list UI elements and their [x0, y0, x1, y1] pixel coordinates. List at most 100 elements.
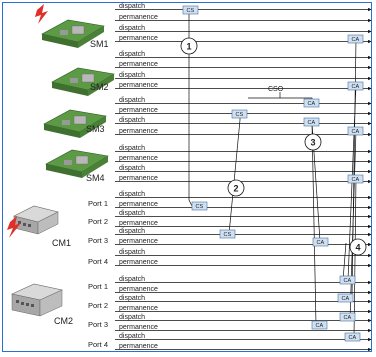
cs-box: CS	[219, 229, 236, 239]
sm1-signal-label: dispatch	[119, 3, 145, 10]
cm1-signal-label: dispatch	[119, 191, 145, 198]
sm1-label: SM1	[90, 39, 109, 49]
cm1-port-label: Port 4	[88, 257, 108, 266]
cm1-signal-label: dispatch	[119, 210, 145, 217]
sm3-module-image	[43, 109, 107, 138]
cm1-signal-label: dispatch	[119, 228, 145, 235]
ca-box: CA	[337, 293, 354, 303]
ca-box: CA	[312, 237, 329, 247]
cm1-signal-label: permanence	[119, 238, 158, 245]
sm4-module-image	[45, 149, 109, 178]
svg-text:3: 3	[311, 138, 316, 148]
sm4-label: SM4	[86, 173, 105, 183]
sm1-module-image	[41, 19, 105, 48]
cm1-port-label: Port 1	[88, 199, 108, 208]
cso-label: CSO	[268, 86, 284, 93]
svg-text:CA: CA	[308, 120, 316, 126]
ca-box: CA	[347, 34, 364, 44]
cs-box: CS	[191, 201, 208, 211]
sm2-module-image	[51, 67, 115, 96]
cm1-signal-label: permanence	[119, 259, 158, 266]
svg-text:1: 1	[187, 42, 192, 52]
sm2-signal-label: dispatch	[119, 72, 145, 79]
sm3-signal-label: permanence	[119, 128, 158, 135]
ca-box: CA	[347, 81, 364, 91]
connector-line	[342, 242, 347, 281]
svg-text:CS: CS	[196, 204, 204, 210]
cm2-signal-label: dispatch	[119, 295, 145, 302]
sm3-signal-label: dispatch	[119, 117, 145, 124]
sm2-signal-label: permanence	[119, 61, 158, 68]
cm2-label: CM2	[54, 316, 73, 326]
ca-box: CA	[311, 320, 328, 330]
svg-text:4: 4	[356, 243, 361, 253]
sm1-signal-label: dispatch	[119, 25, 145, 32]
svg-text:CA: CA	[344, 315, 352, 321]
cm2-signal-label: permanence	[119, 324, 158, 331]
ca-box: CA	[303, 98, 320, 108]
cm2-port-label: Port 2	[88, 301, 108, 310]
diagram-frame	[2, 2, 372, 352]
lightning-icon	[35, 4, 48, 24]
cm1-label: CM1	[52, 238, 71, 248]
cs-box: CS	[231, 109, 248, 119]
cm2-signal-label: dispatch	[119, 276, 145, 283]
svg-text:CS: CS	[224, 232, 232, 238]
cso-bracket	[248, 97, 313, 104]
connector-line	[188, 13, 193, 207]
sm2-signal-label: permanence	[119, 82, 158, 89]
cm1-signal-label: dispatch	[119, 249, 145, 256]
cm2-device-image	[11, 283, 63, 317]
ca-box: CA	[347, 126, 364, 136]
svg-text:CA: CA	[352, 37, 360, 43]
cm2-signal-label: permanence	[119, 305, 158, 312]
cm1-port-label: Port 2	[88, 217, 108, 226]
sm1-signal-label: permanence	[119, 14, 158, 21]
ca-box: CA	[344, 332, 361, 342]
svg-text:CA: CA	[352, 177, 360, 183]
svg-text:2: 2	[234, 184, 239, 194]
cm1-signal-label: permanence	[119, 201, 158, 208]
sm4-signal-label: permanence	[119, 175, 158, 182]
sm4-signal-label: dispatch	[119, 165, 145, 172]
connector-line	[353, 177, 357, 339]
connector-line	[349, 129, 357, 321]
ca-box: CA	[303, 117, 320, 127]
lightning-icon	[7, 216, 21, 238]
sm3-signal-label: permanence	[119, 107, 158, 114]
cm1-port-label: Port 3	[88, 236, 108, 245]
svg-text:CA: CA	[344, 278, 352, 284]
connector-line	[311, 122, 317, 326]
svg-text:CA: CA	[317, 240, 325, 246]
cm2-port-label: Port 3	[88, 320, 108, 329]
cm1-signal-label: permanence	[119, 220, 158, 227]
sm4-signal-label: permanence	[119, 155, 158, 162]
step-marker-2: 2	[227, 179, 245, 197]
cm2-signal-label: permanence	[119, 343, 158, 350]
svg-text:CA: CA	[308, 101, 316, 107]
step-marker-4: 4	[349, 238, 367, 256]
sm3-label: SM3	[86, 124, 105, 134]
svg-text:CA: CA	[349, 335, 357, 341]
cm2-signal-label: permanence	[119, 286, 158, 293]
sm4-signal-label: dispatch	[119, 145, 145, 152]
svg-text:CA: CA	[352, 84, 360, 90]
svg-text:CS: CS	[236, 112, 244, 118]
sm1-signal-label: permanence	[119, 35, 158, 42]
step-marker-1: 1	[180, 37, 198, 55]
svg-text:CA: CA	[316, 323, 324, 329]
sm2-signal-label: dispatch	[119, 51, 145, 58]
ca-box: CA	[339, 312, 356, 322]
ca-box: CA	[347, 174, 364, 184]
ca-box: CA	[339, 275, 356, 285]
step-marker-3: 3	[304, 133, 322, 151]
cm2-signal-label: dispatch	[119, 333, 145, 340]
cs-box: CS	[182, 5, 199, 15]
sm2-label: SM2	[90, 82, 109, 92]
svg-text:CA: CA	[352, 129, 360, 135]
svg-text:CA: CA	[342, 296, 350, 302]
cm2-port-label: Port 1	[88, 282, 108, 291]
cm2-signal-label: dispatch	[119, 314, 145, 321]
sm3-signal-label: dispatch	[119, 97, 145, 104]
